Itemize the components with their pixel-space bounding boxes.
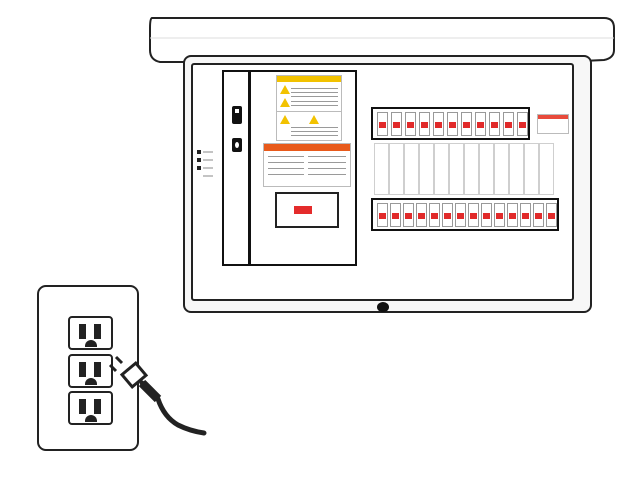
branch-breaker[interactable] [447, 112, 458, 136]
branch-breaker[interactable] [390, 203, 401, 227]
branch-breaker[interactable] [405, 112, 416, 136]
branch-breaker[interactable] [468, 203, 479, 227]
branch-breaker[interactable] [520, 203, 531, 227]
warning-sticker [276, 75, 342, 113]
outlet-socket[interactable] [68, 316, 113, 350]
bus-bar-slot [524, 143, 539, 195]
branch-breaker[interactable] [517, 112, 528, 136]
bus-bar-slot [389, 143, 404, 195]
main-breaker-switch[interactable] [232, 106, 242, 124]
branch-breaker[interactable] [533, 203, 544, 227]
branch-breaker[interactable] [442, 203, 453, 227]
bus-bar-slot [419, 143, 434, 195]
branch-breaker[interactable] [433, 112, 444, 136]
branch-breaker[interactable] [475, 112, 486, 136]
bus-bar-slot [374, 143, 389, 195]
caution-sticker [263, 143, 351, 187]
branch-breaker[interactable] [546, 203, 557, 227]
branch-breaker[interactable] [403, 203, 414, 227]
warning-sticker [276, 111, 342, 141]
bus-bar-slot [464, 143, 479, 195]
bus-bar-slot [449, 143, 464, 195]
left-label-strip [197, 150, 213, 177]
outlet-socket[interactable] [68, 354, 113, 388]
power-plug-icon [108, 355, 207, 436]
branch-breaker[interactable] [429, 203, 440, 227]
bus-bar-slot [404, 143, 419, 195]
cover-latch[interactable] [377, 302, 389, 312]
bus-bar-slot [434, 143, 449, 195]
branch-breaker[interactable] [507, 203, 518, 227]
branch-breaker[interactable] [377, 112, 388, 136]
bus-bar-slot [509, 143, 524, 195]
branch-breaker[interactable] [481, 203, 492, 227]
meter-module [275, 192, 339, 228]
main-breaker-column [222, 70, 250, 266]
outlet-socket[interactable] [68, 391, 113, 425]
branch-breaker[interactable] [503, 112, 514, 136]
branch-breaker[interactable] [416, 203, 427, 227]
branch-breaker-row-bottom [371, 198, 559, 231]
bus-bar-slot [539, 143, 554, 195]
branch-breaker[interactable] [489, 112, 500, 136]
branch-breaker[interactable] [419, 112, 430, 136]
branch-breaker[interactable] [455, 203, 466, 227]
branch-breaker[interactable] [391, 112, 402, 136]
branch-breaker[interactable] [377, 203, 388, 227]
branch-breaker[interactable] [494, 203, 505, 227]
earth-leakage-test-button[interactable] [232, 138, 242, 152]
branch-breaker[interactable] [461, 112, 472, 136]
branch-breaker-row-top [371, 107, 530, 140]
bus-bar-slot [479, 143, 494, 195]
bus-bar-slot [494, 143, 509, 195]
bus-bar-area [374, 143, 564, 195]
label-sticker [537, 114, 569, 134]
meter-indicator [294, 206, 312, 214]
